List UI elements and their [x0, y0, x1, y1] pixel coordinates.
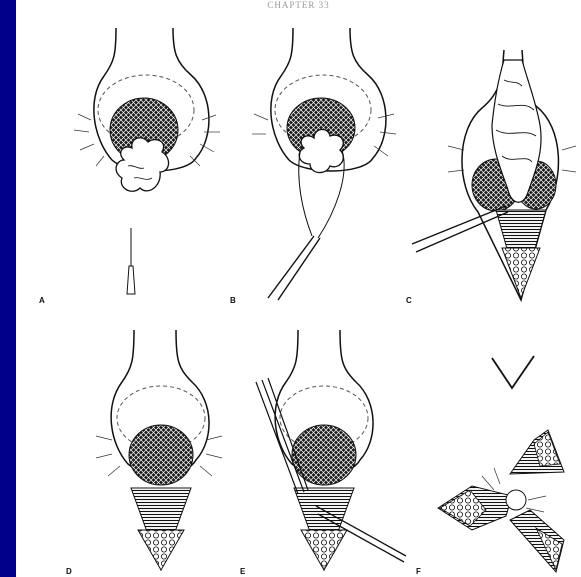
- surgical-diagram: A B: [16, 0, 581, 577]
- illustration-plate: CHAPTER 33: [16, 0, 581, 577]
- panel-d-label: D: [66, 567, 72, 576]
- panel-b: B: [230, 28, 396, 305]
- panel-e-label: E: [240, 567, 246, 576]
- panel-f: F: [416, 356, 564, 576]
- panel-e: E: [240, 330, 406, 576]
- panel-a: A: [39, 28, 220, 305]
- panel-b-label: B: [230, 296, 236, 305]
- panel-f-label: F: [416, 567, 421, 576]
- panel-c: C: [406, 50, 576, 305]
- panel-c-label: C: [406, 296, 412, 305]
- panel-a-label: A: [39, 296, 45, 305]
- panel-d: D: [66, 330, 222, 576]
